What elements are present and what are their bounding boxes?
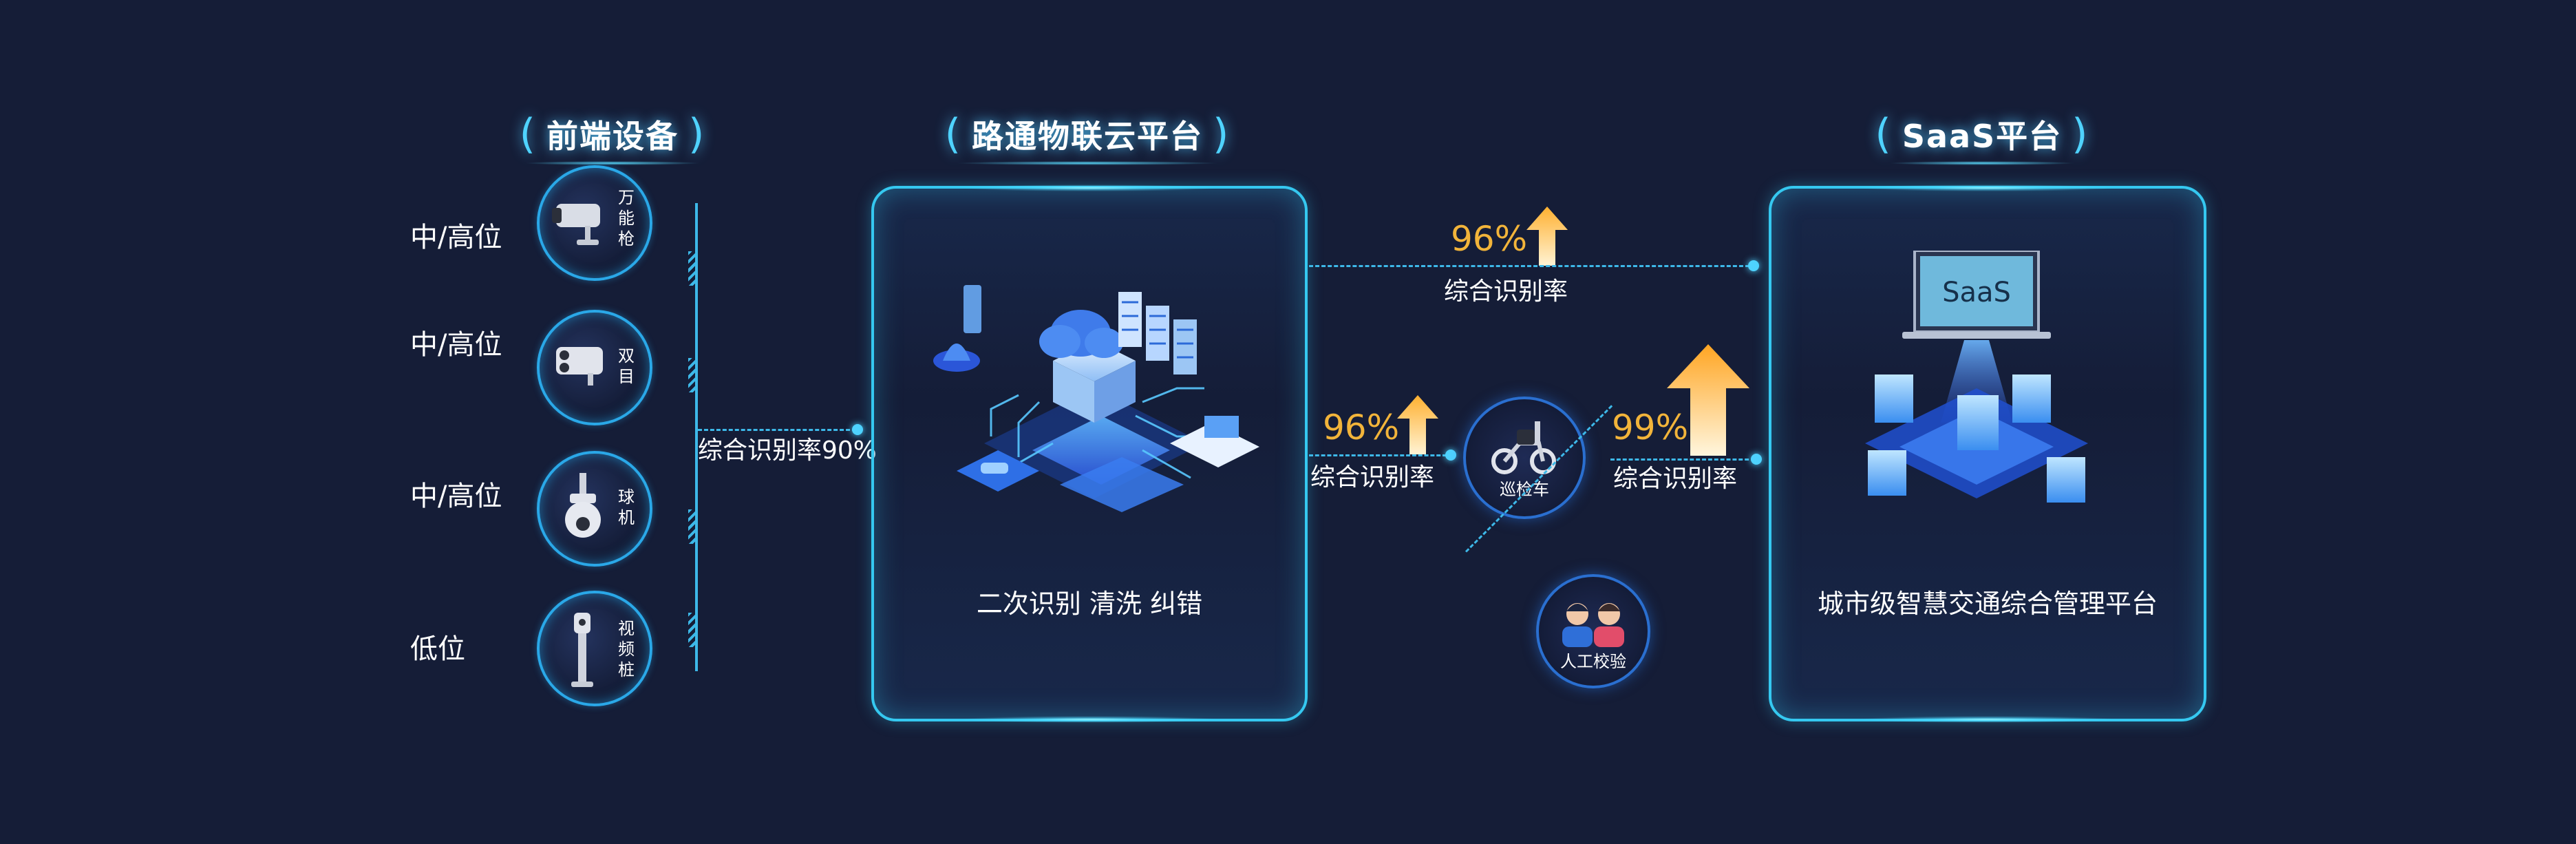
device-position-1: 中/高位 — [410, 222, 502, 253]
device-position-4: 低位 — [410, 633, 465, 665]
saas-title-text: SaaS平台 — [1902, 118, 2063, 155]
saas-caption: 城市级智慧交通综合管理平台 — [1817, 589, 2158, 619]
panel-glow-bottom — [1858, 716, 2118, 723]
panel-glow-top — [1858, 184, 2118, 191]
top-link-percent: 96% — [1451, 219, 1528, 259]
front-to-cloud-link — [698, 429, 856, 431]
device-binocular-camera: 双目 — [537, 310, 652, 425]
patrol-vehicle-node: 巡检车 — [1463, 397, 1586, 519]
manual-verification-node: 人工校验 — [1536, 574, 1650, 688]
top-link-rate-label: 综合识别率 — [1444, 277, 1568, 306]
manual-rate-label: 综合识别率 — [1613, 465, 1738, 493]
left-bracket-icon: ( — [519, 110, 537, 158]
binocular-camera-icon — [556, 347, 603, 386]
saas-platform-panel: SaaS 城市级智慧交通综合管理平台 — [1769, 184, 2206, 723]
top-link-line — [1309, 265, 1749, 267]
dome-camera-icon — [565, 473, 601, 538]
saas-title: ( SaaS平台 ) — [1865, 96, 2099, 172]
device-connector-line — [695, 203, 698, 671]
patrol-rate-label: 综合识别率 — [1310, 463, 1435, 492]
front-end-rate: 综合识别率90% — [698, 436, 877, 465]
up-arrow-icon — [1526, 207, 1568, 266]
device-name: 万能枪 — [618, 188, 635, 249]
manual-percent: 99% — [1612, 408, 1689, 447]
patrol-percent: 96% — [1323, 408, 1400, 447]
big-up-arrow-icon — [1667, 344, 1749, 456]
right-bracket-icon: ) — [1213, 110, 1231, 158]
device-name: 球机 — [618, 487, 635, 527]
video-pile-icon — [571, 613, 593, 687]
device-dome-camera: 球机 — [537, 451, 652, 567]
device-connector-tick — [688, 251, 695, 286]
front-end-title-text: 前端设备 — [546, 118, 679, 155]
device-connector-tick — [688, 613, 695, 647]
saas-screen-text: SaaS — [1942, 277, 2011, 308]
device-name: 视频桩 — [618, 619, 635, 679]
top-link-dot — [1748, 260, 1759, 271]
bullet-camera-icon — [552, 204, 600, 245]
patrol-link-line — [1309, 454, 1447, 456]
front-end-title: ( 前端设备 ) — [502, 96, 723, 172]
operators-icon — [1562, 603, 1624, 647]
device-connector-tick — [688, 358, 695, 392]
iot-cloud-illustration — [933, 285, 1259, 512]
smart-city-illustration — [1865, 251, 2088, 503]
device-name: 双目 — [618, 346, 635, 386]
front-to-cloud-dot — [852, 424, 863, 435]
patrol-link-dot — [1445, 450, 1456, 461]
up-arrow-icon — [1397, 395, 1438, 454]
device-video-pile: 视频桩 — [537, 591, 652, 706]
cloud-title: ( 路通物联云平台 ) — [922, 96, 1253, 172]
patrol-vehicle-label: 巡检车 — [1500, 480, 1549, 499]
device-position-2: 中/高位 — [410, 329, 502, 361]
cloud-caption: 二次识别 清洗 纠错 — [976, 589, 1203, 619]
manual-link-dot — [1751, 454, 1762, 465]
panel-glow-bottom — [960, 716, 1219, 723]
right-bracket-icon: ) — [2072, 110, 2089, 158]
manual-verification-label: 人工校验 — [1560, 652, 1626, 671]
cloud-title-text: 路通物联云平台 — [972, 118, 1203, 155]
device-connector-tick — [688, 509, 695, 544]
panel-glow-top — [960, 184, 1219, 191]
manual-link-line — [1610, 458, 1755, 461]
device-position-3: 中/高位 — [410, 481, 502, 512]
left-bracket-icon: ( — [944, 110, 962, 158]
right-bracket-icon: ) — [688, 110, 706, 158]
left-bracket-icon: ( — [1875, 110, 1893, 158]
cloud-platform-panel: 二次识别 清洗 纠错 — [871, 184, 1308, 723]
device-universal-gun-camera: 万能枪 — [537, 165, 652, 281]
patrol-scooter-icon — [1491, 421, 1556, 474]
